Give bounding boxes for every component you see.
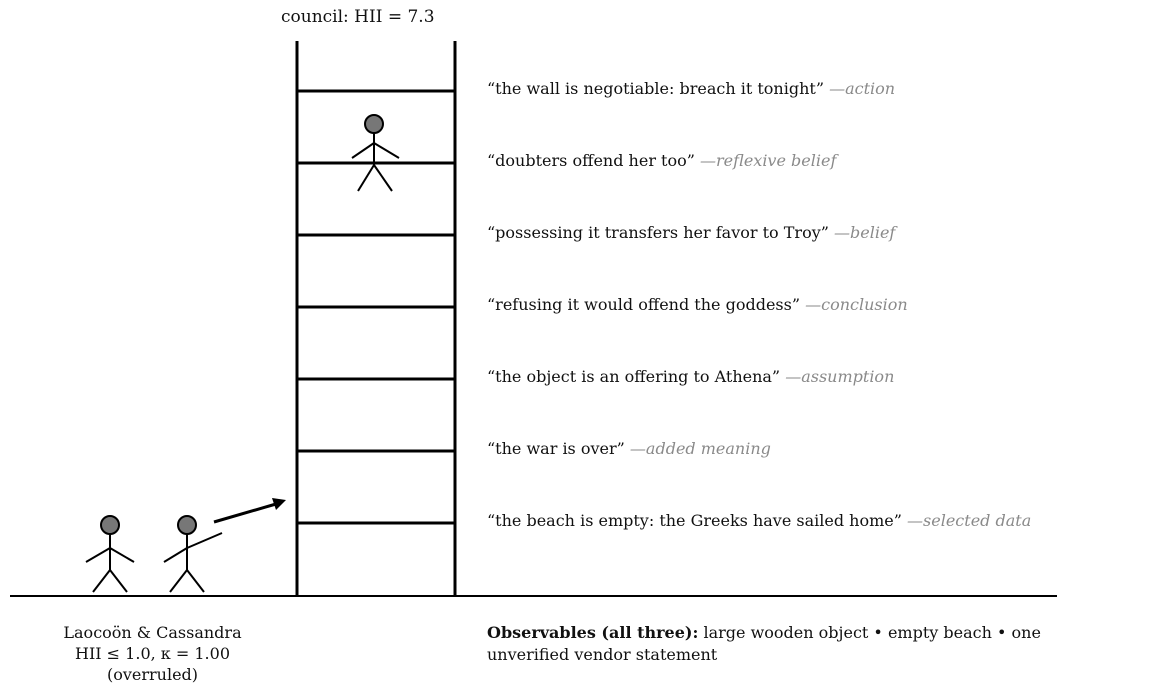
statement-tag: —reflexive belief — [700, 151, 837, 170]
observables-heading: Observables (all three): — [487, 623, 699, 642]
statement-tag: —belief — [834, 223, 896, 242]
statement-tag: —assumption — [785, 367, 895, 386]
statement-quote: “the war is over” — [487, 439, 625, 458]
council-figure-head — [364, 114, 384, 134]
ladder-rungs — [297, 89, 455, 525]
rung-statement-selected-data: “the beach is empty: the Greeks have sai… — [487, 511, 1031, 530]
council-label: council: HII = 7.3 — [281, 7, 435, 27]
statement-quote: “possessing it transfers her favor to Tr… — [487, 223, 829, 242]
rung-statement-reflexive-belief: “doubters offend her too” —reflexive bel… — [487, 151, 836, 170]
rung-statement-conclusion: “refusing it would offend the goddess” —… — [487, 295, 908, 314]
statement-quote: “the object is an offering to Athena” — [487, 367, 781, 386]
skeptics-stats: HII ≤ 1.0, κ = 1.00 — [75, 644, 230, 663]
pointing-arrow — [213, 498, 286, 524]
skeptic-figure-2 — [163, 515, 223, 593]
rung-statement-belief: “possessing it transfers her favor to Tr… — [487, 223, 895, 242]
statement-quote: “doubters offend her too” — [487, 151, 695, 170]
statement-tag: —selected data — [907, 511, 1032, 530]
statement-quote: “the wall is negotiable: breach it tonig… — [487, 79, 824, 98]
skeptics-caption: Laocoön & Cassandra HII ≤ 1.0, κ = 1.00 … — [20, 622, 285, 685]
statement-quote: “refusing it would offend the goddess” — [487, 295, 801, 314]
rung-statement-action: “the wall is negotiable: breach it tonig… — [487, 79, 895, 98]
skeptic-figure-1 — [85, 515, 135, 593]
skeptics-status: (overruled) — [106, 665, 199, 684]
statement-tag: —added meaning — [629, 439, 771, 458]
observables-caption: Observables (all three): large wooden ob… — [487, 622, 1087, 666]
statement-tag: —conclusion — [805, 295, 908, 314]
observables-text: large wooden object • empty beach • one … — [487, 623, 1041, 664]
statement-tag: —action — [829, 79, 896, 98]
skeptics-names: Laocoön & Cassandra — [63, 623, 242, 642]
rung-statement-assumption: “the object is an offering to Athena” —a… — [487, 367, 894, 386]
rung-statement-added-meaning: “the war is over” —added meaning — [487, 439, 771, 458]
statement-quote: “the beach is empty: the Greeks have sai… — [487, 511, 902, 530]
council-figure — [351, 114, 400, 192]
